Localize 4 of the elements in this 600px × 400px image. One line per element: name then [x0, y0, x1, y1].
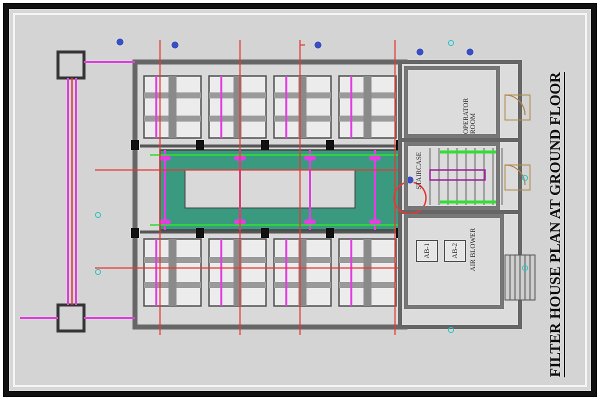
room-outline — [404, 142, 500, 210]
room-outline — [404, 214, 504, 309]
drawing-title: FILTER HOUSE PLAN AT GROUND FLOOR — [548, 72, 565, 378]
room-outline — [404, 66, 500, 138]
